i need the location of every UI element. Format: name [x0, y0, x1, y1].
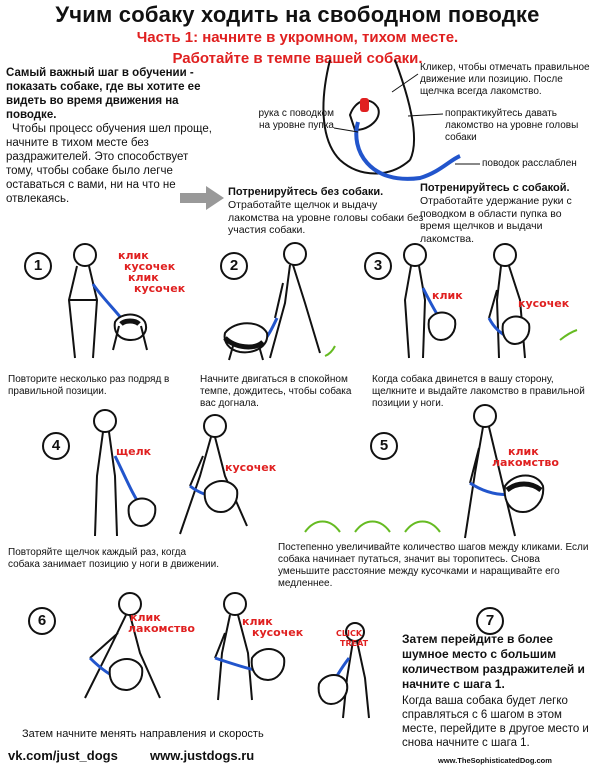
subtitle-part1: Часть 1: начните в укромном, тихом месте…: [136, 29, 459, 46]
step-6-onom-click-1: клик: [130, 611, 161, 624]
step-2-illustration: [223, 242, 336, 361]
step-5-caption: Постепенно увеличивайте количество шагов…: [278, 542, 589, 589]
step-5-number: 5: [370, 432, 398, 460]
step-7-heading: Затем перейдите в более шумное место с б…: [402, 632, 585, 691]
footer-site-link[interactable]: www.justdogs.ru: [150, 748, 255, 763]
treat-note: попрактикуйтесь давать лакомство на уров…: [445, 108, 579, 143]
hand-note: рука с поводком на уровне пупка: [258, 108, 334, 131]
step-6-onom-click-2: клик: [242, 615, 273, 628]
step-6-caption: Затем начните менять направления и скоро…: [22, 728, 264, 740]
intro-paragraph: Чтобы процесс обучения шел проще, начнит…: [6, 123, 212, 205]
step-4-number: 4: [42, 432, 70, 460]
step-7-onom-click: CLICK: [336, 629, 363, 638]
step-5-ground-arcs: [304, 520, 441, 533]
step-6-onom-treat-1: лакомство: [128, 622, 195, 635]
step-1-onom-3: клик: [128, 271, 159, 284]
step-7-number: 7: [476, 607, 504, 635]
step-7-caption: Когда ваша собака будет легко справлятьс…: [402, 695, 589, 749]
step-1-illustration: [67, 243, 148, 359]
practice-with-dog: Потренируйтесь с собакой. Отработайте уд…: [420, 182, 592, 245]
step-4-caption: Повторяйте щелчок каждый раз, когда соба…: [8, 547, 219, 570]
step-3-number: 3: [364, 252, 392, 280]
leash-note: поводок расслаблен: [482, 158, 577, 169]
practice-without-text: Отработайте щелчок и выдачу лакомства на…: [228, 199, 424, 236]
practice-with-text: Отработайте удержание руки с поводком в …: [420, 195, 572, 245]
step-4-onom-click: щелк: [116, 445, 152, 458]
step-5-illustration: [464, 404, 545, 539]
step-5-onom-click: клик: [508, 445, 539, 458]
step-3-onom-treat: кусочек: [518, 297, 570, 310]
step-3-caption: Когда собака двинется в вашу сторону, ще…: [372, 374, 585, 409]
step-1-onom-2: кусочек: [124, 260, 176, 273]
clicker-note: Кликер, чтобы отмечать правильное движен…: [420, 62, 590, 97]
step-6-onom-treat-2: кусочек: [252, 626, 304, 639]
step-4-illustration: [93, 409, 248, 537]
step-6-number: 6: [28, 607, 56, 635]
step-7-onom-treat: TREAT: [340, 639, 369, 648]
subtitle-tempo: Работайте в темпе вашей собаки.: [172, 50, 423, 67]
footer-credit: www.TheSophisticatedDog.com: [438, 756, 552, 765]
top-hand-illustration: [322, 59, 461, 181]
step-1-number: 1: [24, 252, 52, 280]
pointer-lines: [333, 73, 480, 165]
step-6-illustration: [84, 592, 286, 701]
step-7-illustration: [317, 622, 370, 719]
step-1-caption: Повторите несколько раз подряд в правиль…: [8, 374, 170, 397]
intro-text: Самый важный шаг в обучении - показать с…: [6, 66, 218, 206]
step-1-onom-4: кусочек: [134, 282, 186, 295]
step-5-onom-treat: лакомство: [492, 456, 559, 469]
page-title: Учим собаку ходить на свободном поводке: [55, 2, 540, 27]
step-2-caption: Начните двигаться в спокойном темпе, дож…: [200, 374, 352, 409]
step-3-illustration: [403, 243, 578, 359]
intro-bold-lead: Самый важный шаг в обучении - показать с…: [6, 67, 201, 121]
practice-with-heading: Потренируйтесь с собакой.: [420, 182, 570, 194]
step-1-onom-1: клик: [118, 249, 149, 262]
step-4-onom-treat: кусочек: [225, 461, 277, 474]
practice-without-heading: Потренируйтесь без собаки.: [228, 186, 384, 198]
practice-without-dog: Потренируйтесь без собаки. Отработайте щ…: [228, 186, 424, 237]
step-3-onom-click: клик: [432, 289, 463, 302]
footer-vk-link[interactable]: vk.com/just_dogs: [8, 748, 118, 763]
step-2-number: 2: [220, 252, 248, 280]
arrow-right-icon: [180, 186, 224, 210]
